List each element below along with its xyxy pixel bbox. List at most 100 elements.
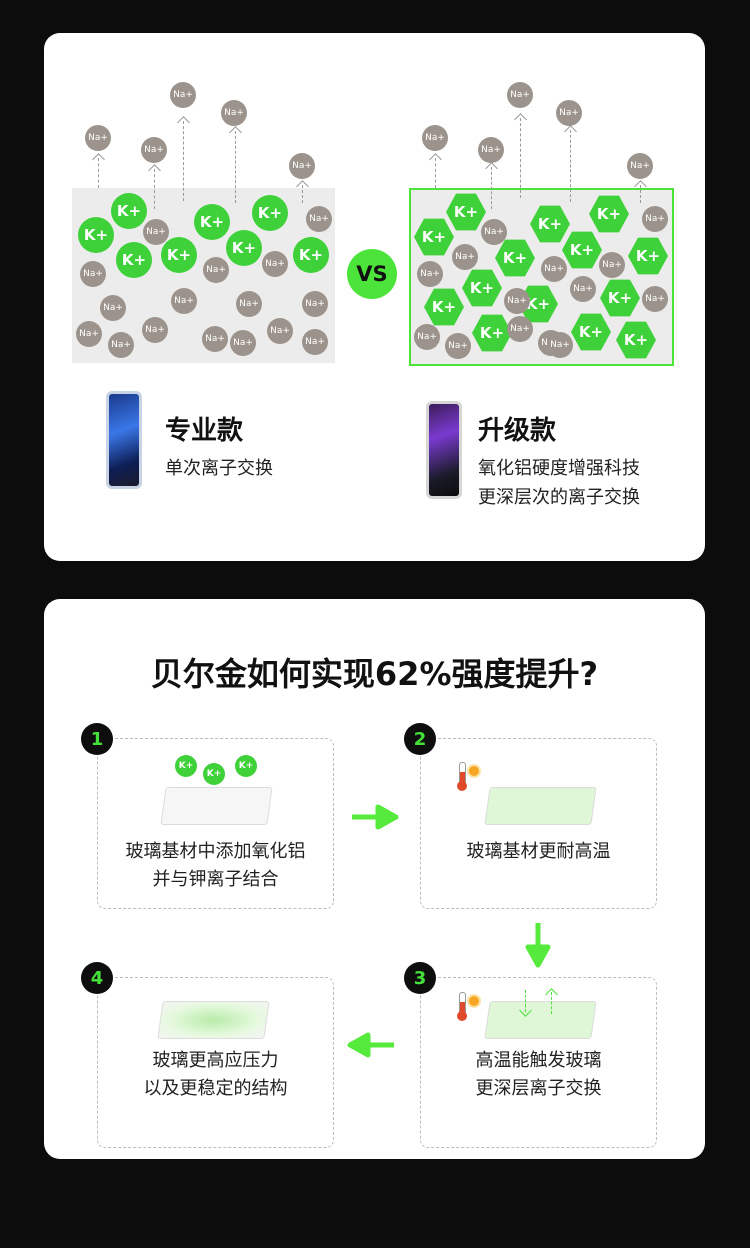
na-ion: Na+ [556,100,582,126]
ion-arrow [98,158,99,188]
k-ion: K+ [78,217,114,253]
k-ion: K+ [293,237,329,273]
na-ion: Na+ [478,137,504,163]
na-ion: Na+ [85,125,111,151]
ion-arrow [640,185,641,203]
na-ion: Na+ [445,333,471,359]
step-line: 更深层离子交换 [475,1078,602,1099]
na-ion: Na+ [143,219,169,245]
professional-title: 专业款 [165,416,244,446]
upgraded-desc: 氧化铝硬度增强科技 更深层次的离子交换 [478,454,640,512]
na-ion: Na+ [262,251,288,277]
na-ion: Na+ [599,252,625,278]
na-ion: Na+ [76,321,102,347]
k-ion: K+ [111,193,147,229]
k-ion: K+ [235,755,257,777]
k-ion-hex: K+ [628,237,668,275]
na-ion: Na+ [414,324,440,350]
arrow-right-icon [352,804,399,830]
na-ion: Na+ [142,317,168,343]
desc-line: 单次离子交换 [165,458,273,479]
arrow-left-icon [347,1032,394,1058]
arrow-down-icon [525,923,551,968]
na-ion: Na+ [481,219,507,245]
step-3-number: 3 [404,962,436,994]
na-ion: Na+ [203,257,229,283]
na-ion: Na+ [289,153,315,179]
na-ion: Na+ [141,137,167,163]
desc-line: 氧化铝硬度增强科技 [478,458,640,479]
na-ion: Na+ [302,329,328,355]
process-title: 贝尔金如何实现62%强度提升? [150,655,599,693]
step-line: 并与钾离子结合 [152,869,279,890]
glass-icon [157,1001,270,1039]
na-ion: Na+ [507,316,533,342]
professional-desc: 单次离子交换 [165,454,273,483]
na-ion: Na+ [452,244,478,270]
k-ion: K+ [252,195,288,231]
na-ion: Na+ [108,332,134,358]
step-4: 玻璃更高应压力 以及更稳定的结构 [97,977,334,1148]
na-ion: Na+ [171,288,197,314]
ion-arrow [154,169,155,209]
na-ion: Na+ [100,295,126,321]
na-ion: Na+ [202,326,228,352]
na-ion: Na+ [267,318,293,344]
ion-arrow [491,167,492,209]
step-1-number: 1 [81,723,113,755]
na-ion: Na+ [170,82,196,108]
na-ion: Na+ [306,206,332,232]
glass-icon [160,787,273,825]
upgraded-phone-image [426,401,462,499]
step-2: 玻璃基材更耐高温 [420,738,657,909]
k-ion: K+ [194,204,230,240]
k-ion-hex: K+ [600,279,640,317]
comparison-card: Na+ Na+ Na+ Na+ Na+ K+ K+ K+ K+ K+ K+ K+… [44,33,705,561]
process-card: 贝尔金如何实现62%强度提升? K+ K+ K+ 玻璃基材中添加氧化铝 并与钾离… [44,599,705,1159]
ion-arrow [570,130,571,202]
step-line: 玻璃基材更耐高温 [466,841,611,862]
k-ion: K+ [161,237,197,273]
na-ion: Na+ [642,286,668,312]
na-ion: Na+ [422,125,448,151]
step-1: K+ K+ K+ 玻璃基材中添加氧化铝 并与钾离子结合 [97,738,334,909]
step-1-text: 玻璃基材中添加氧化铝 并与钾离子结合 [98,838,333,894]
step-3-text: 高温能触发玻璃 更深层离子交换 [421,1047,656,1103]
k-ion: K+ [226,230,262,266]
glass-icon [484,787,597,825]
k-ion: K+ [203,763,225,785]
ion-arrow [183,121,184,201]
k-ion-hex: K+ [571,313,611,351]
step-4-text: 玻璃更高应压力 以及更稳定的结构 [98,1047,333,1103]
k-ion-hex: K+ [589,195,629,233]
step-3: 高温能触发玻璃 更深层离子交换 [420,977,657,1148]
step-line: 玻璃更高应压力 [152,1050,279,1071]
na-ion: Na+ [504,288,530,314]
ion-exchange-arrows-icon [519,988,561,1018]
na-ion: Na+ [507,82,533,108]
k-ion-hex: K+ [616,321,656,359]
na-ion: Na+ [236,291,262,317]
na-ion: Na+ [547,332,573,358]
step-4-number: 4 [81,962,113,994]
na-ion: Na+ [230,330,256,356]
professional-phone-image [106,391,142,489]
vs-badge: VS [347,249,397,299]
na-ion: Na+ [570,276,596,302]
k-ion-hex: K+ [562,231,602,269]
k-ion-hex: K+ [530,205,570,243]
na-ion: Na+ [302,291,328,317]
k-ion: K+ [175,755,197,777]
ion-arrow [435,158,436,188]
na-ion: Na+ [642,206,668,232]
upgraded-title: 升级款 [478,416,557,446]
step-line: 以及更稳定的结构 [143,1078,288,1099]
na-ion: Na+ [221,100,247,126]
na-ion: Na+ [627,153,653,179]
ion-arrow [235,131,236,203]
na-ion: Na+ [80,261,106,287]
step-2-number: 2 [404,723,436,755]
ion-arrow [302,185,303,203]
step-2-text: 玻璃基材更耐高温 [421,838,656,866]
desc-line: 更深层次的离子交换 [478,487,640,508]
